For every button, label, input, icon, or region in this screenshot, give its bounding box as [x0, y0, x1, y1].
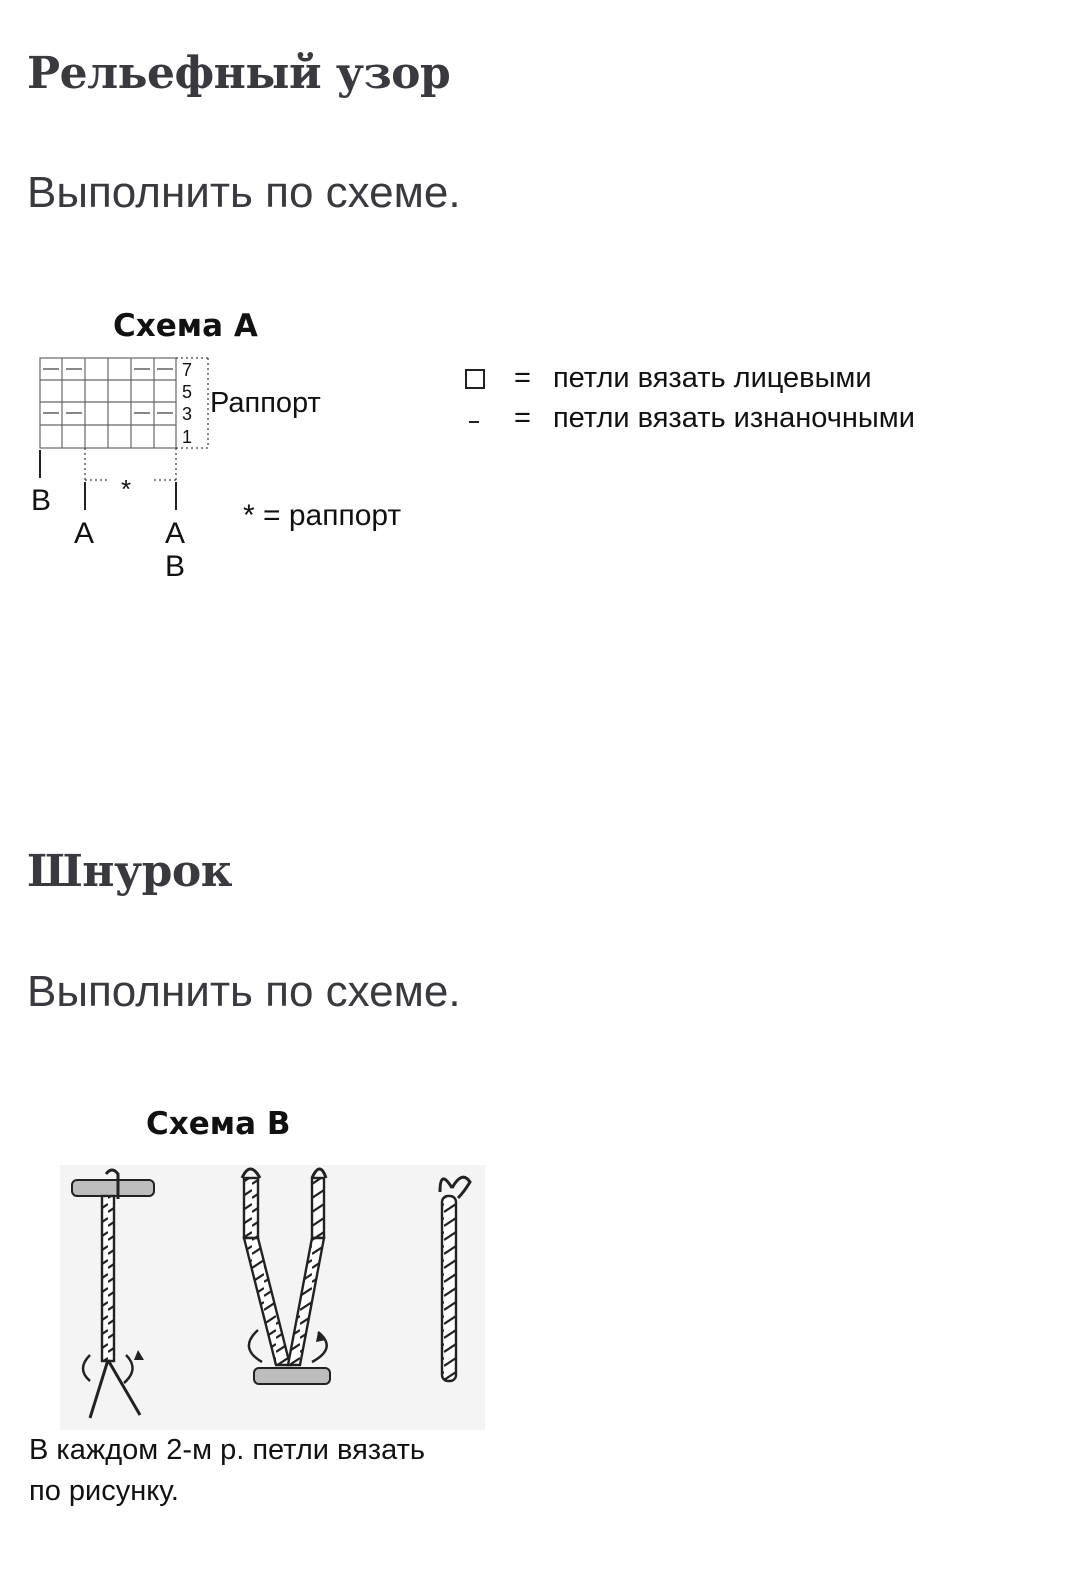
row-number: 3: [182, 404, 192, 424]
caption-line-2: по рисунку.: [29, 1475, 179, 1507]
section-heading-cord: Шнурок: [27, 846, 233, 897]
legend-equals: =: [514, 362, 531, 394]
scheme-b-title: Схема В: [146, 1106, 291, 1142]
rapport-note: * = раппорт: [243, 499, 401, 532]
rapport-bracket: [84, 357, 209, 485]
label-a-right: А: [165, 517, 185, 550]
scheme-b-caption: В каждом 2-м р. петли вязать по рисунку.: [29, 1430, 425, 1512]
legend-row-knit: = петли вязать лицевыми: [465, 362, 872, 395]
label-star: *: [121, 474, 131, 504]
section-heading-relief: Рельефный узор: [27, 48, 451, 99]
legend-row-purl: = петли вязать изнаночными: [465, 402, 915, 435]
dash-icon: [465, 409, 485, 429]
legend-equals: =: [514, 402, 531, 434]
section-text-relief: Выполнить по схеме.: [27, 168, 461, 217]
section-text-cord: Выполнить по схеме.: [27, 967, 461, 1016]
row-number: 7: [182, 360, 192, 380]
row-number: 5: [182, 382, 192, 402]
scheme-a-title: Схема А: [113, 308, 258, 344]
scheme-b-illustration: [60, 1165, 485, 1430]
empty-square-icon: [465, 368, 485, 389]
caption-line-1: В каждом 2-м р. петли вязать: [29, 1434, 425, 1466]
scheme-b-figure: Схема В: [0, 1100, 520, 1520]
scheme-a-purl-marks: [43, 368, 173, 414]
row-number: 1: [182, 427, 192, 447]
scheme-a-chart: 7 5 3 1 Раппорт В А * А В * = раппорт: [31, 357, 401, 583]
label-b-right: В: [165, 550, 185, 583]
rapport-label: Раппорт: [210, 387, 321, 419]
label-b-left: В: [31, 484, 51, 517]
scheme-a-figure: Схема А: [0, 300, 1080, 600]
legend-text-purl: петли вязать изнаночными: [552, 402, 915, 434]
label-a-left: А: [74, 517, 94, 550]
cord-step-1: [71, 1168, 155, 1419]
cord-step-3: [438, 1175, 472, 1383]
cord-step-2: [240, 1167, 331, 1385]
scheme-a-grid: [39, 357, 177, 449]
legend-text-knit: петли вязать лицевыми: [552, 362, 872, 394]
